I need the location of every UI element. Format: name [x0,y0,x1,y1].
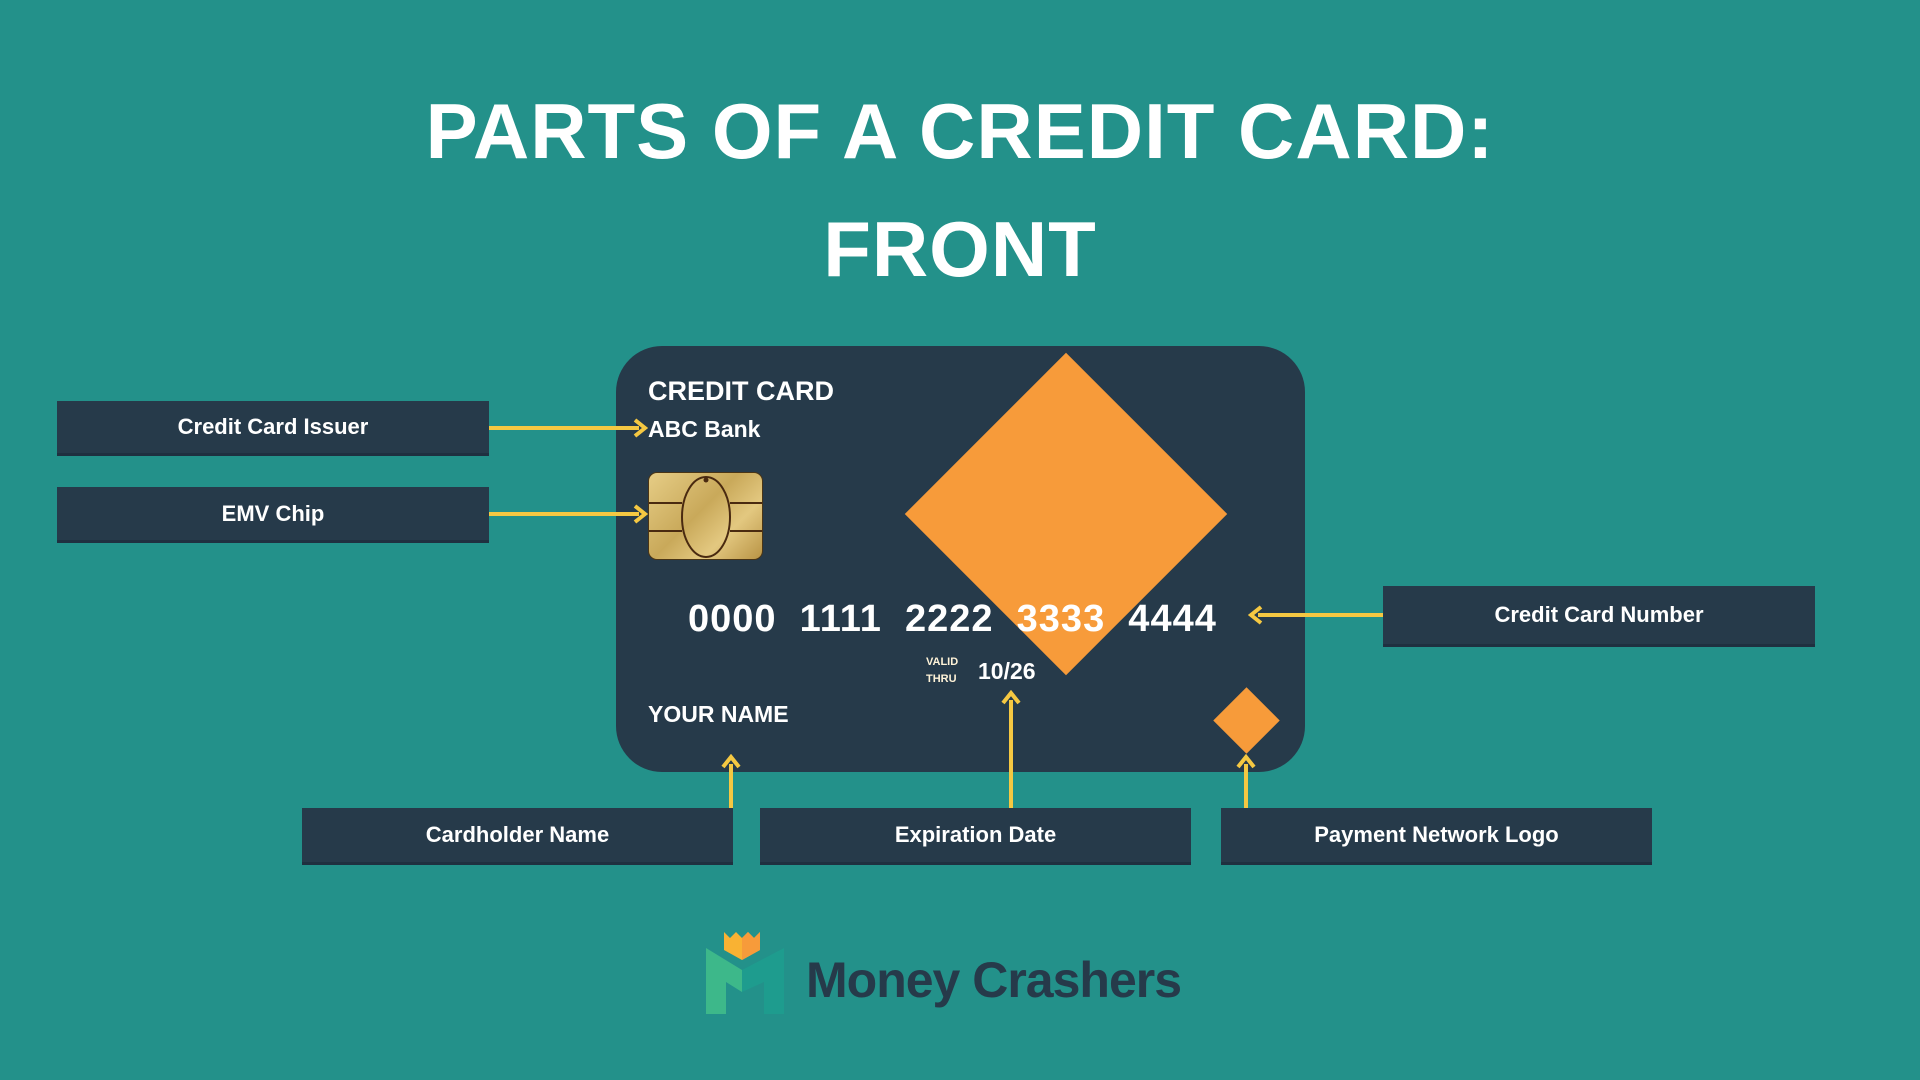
arrow-network-line [1244,764,1248,808]
label-expiration-date: Expiration Date [760,808,1191,862]
valid-label: VALID [926,656,959,668]
label-emv-chip: EMV Chip [57,487,489,540]
page-title-line-2: FRONT [823,205,1097,293]
thru-label: THRU [926,673,957,685]
label-credit-card-issuer: Credit Card Issuer [57,401,489,453]
credit-card: CREDIT CARD ABC Bank 0000 1111 2222 3333… [616,346,1305,772]
arrow-issuer-line [489,426,639,430]
valid-thru-label: VALID THRU [926,654,958,688]
arrow-right-icon [633,504,648,524]
arrow-up-icon [721,754,741,769]
arrow-up-icon [1001,690,1021,705]
emv-chip-icon [648,472,763,560]
arrow-chip-line [489,512,639,516]
arrow-left-icon [1248,605,1263,625]
cardholder-name: YOUR NAME [648,701,789,727]
label-payment-network-logo: Payment Network Logo [1221,808,1652,862]
payment-network-logo-icon [1213,687,1280,754]
card-number: 0000 1111 2222 3333 4444 [688,598,1217,640]
arrow-number-line [1258,613,1383,617]
card-heading: CREDIT CARD [648,376,834,406]
arrow-right-icon [633,418,648,438]
page-title-line-1: PARTS OF A CREDIT CARD: [425,87,1495,175]
arrow-expiry-line [1009,700,1013,808]
label-cardholder-name: Cardholder Name [302,808,733,862]
brand-name: Money Crashers [806,952,1182,1008]
card-issuer-name: ABC Bank [648,416,761,442]
arrow-holder-line [729,764,733,808]
arrow-up-icon [1236,754,1256,769]
expiry-date: 10/26 [978,658,1036,684]
label-credit-card-number: Credit Card Number [1383,586,1815,644]
money-crashers-logo-icon [706,932,784,1014]
